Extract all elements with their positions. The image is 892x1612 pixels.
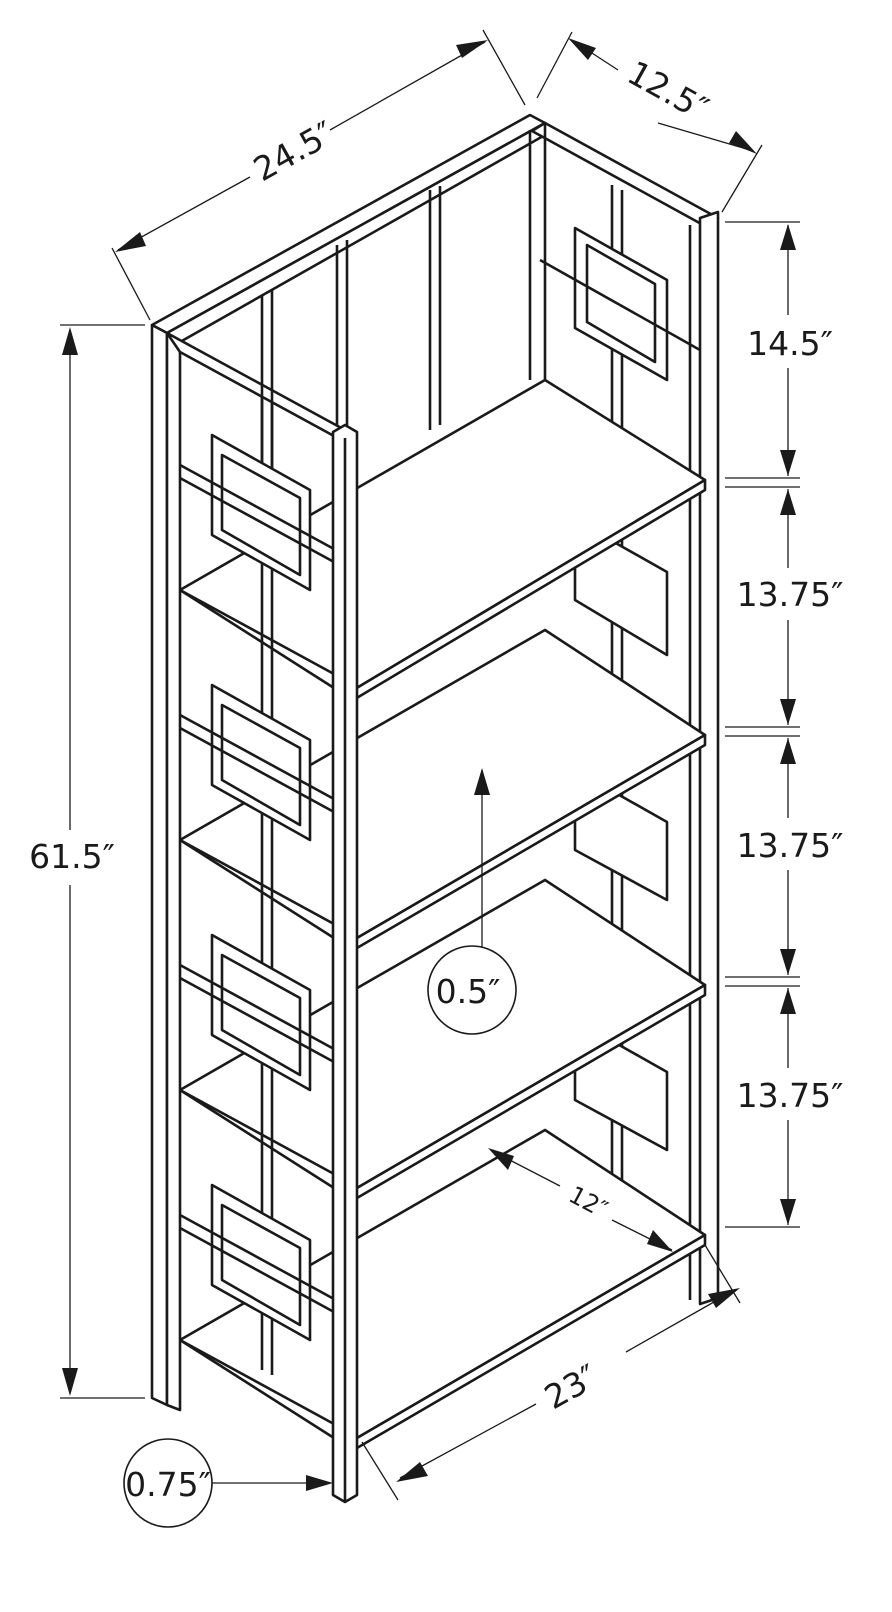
shelf-width-dimension	[361, 1244, 741, 1501]
depth-dimension	[536, 31, 763, 213]
shelf-gap-3-label: 13.75″	[737, 1076, 844, 1115]
shelf-thickness-callout	[427, 768, 517, 1035]
overall-height-label: 61.5″	[29, 837, 115, 876]
top-shelf-gap-label: 14.5″	[747, 324, 833, 363]
height-dimension	[60, 324, 145, 1399]
depth-label: 12.5″	[621, 53, 715, 129]
shelf-thickness-label: 0.5″	[436, 972, 501, 1011]
shelf-width-label: 23″	[538, 1357, 604, 1417]
shelf-depth-dimension	[488, 1148, 673, 1252]
left-side-frame	[150, 323, 359, 1504]
back-left-leg	[150, 323, 169, 1407]
shelves	[178, 378, 707, 1457]
width-label: 24.5″	[247, 113, 341, 189]
width-dimension	[111, 29, 526, 321]
shelf-gap-1-label: 13.75″	[737, 575, 844, 614]
shelf-gap-dimensions	[725, 221, 800, 1228]
leg-thickness-label: 0.75″	[125, 1465, 211, 1504]
leg-thickness-callout	[123, 1438, 333, 1528]
shelf-gap-2-label: 13.75″	[737, 826, 844, 865]
